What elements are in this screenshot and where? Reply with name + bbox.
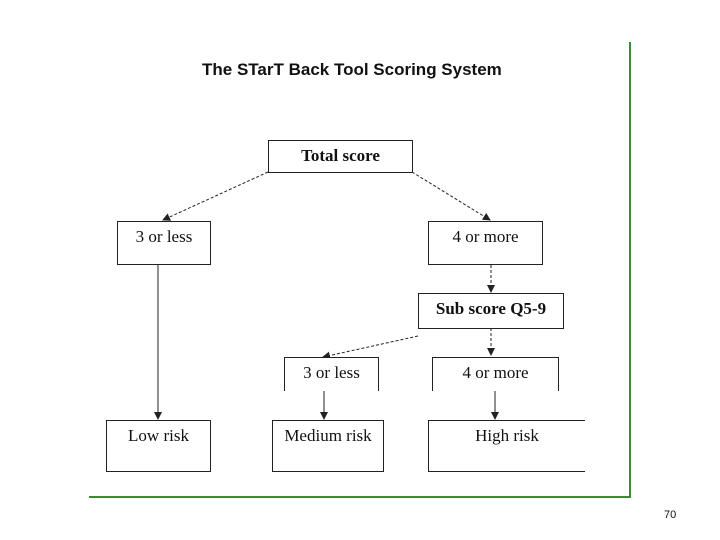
four-or-more-box: 4 or more (428, 221, 543, 265)
low-risk-label: Low risk (128, 426, 189, 445)
sub-score-box: Sub score Q5-9 (418, 293, 564, 329)
medium-risk-box: Medium risk (272, 420, 384, 472)
high-risk-label: High risk (475, 426, 539, 445)
sub-four-or-more-box: 4 or more (432, 357, 559, 391)
medium-risk-label: Medium risk (284, 426, 372, 445)
frame-bottom-border (89, 496, 631, 498)
three-or-less-label: 3 or less (135, 227, 193, 246)
arrow-total-to-right (411, 171, 491, 221)
arrow-sub-to-left (322, 335, 419, 360)
diagram-title: The STarT Back Tool Scoring System (202, 60, 502, 79)
high-risk-box: High risk (428, 420, 585, 472)
four-or-more-label: 4 or more (452, 227, 519, 246)
sub-score-label: Sub score Q5-9 (435, 299, 547, 318)
arrow-total-to-left (162, 171, 269, 221)
frame-right-border (629, 42, 631, 498)
total-score-label: Total score (301, 146, 380, 165)
total-score-box: Total score (268, 140, 413, 173)
sub-four-or-more-label: 4 or more (462, 363, 529, 382)
three-or-less-box: 3 or less (117, 221, 211, 265)
sub-three-or-less-box: 3 or less (284, 357, 379, 391)
sub-three-or-less-label: 3 or less (303, 363, 360, 382)
page-number: 70 (664, 509, 677, 521)
low-risk-box: Low risk (106, 420, 211, 472)
